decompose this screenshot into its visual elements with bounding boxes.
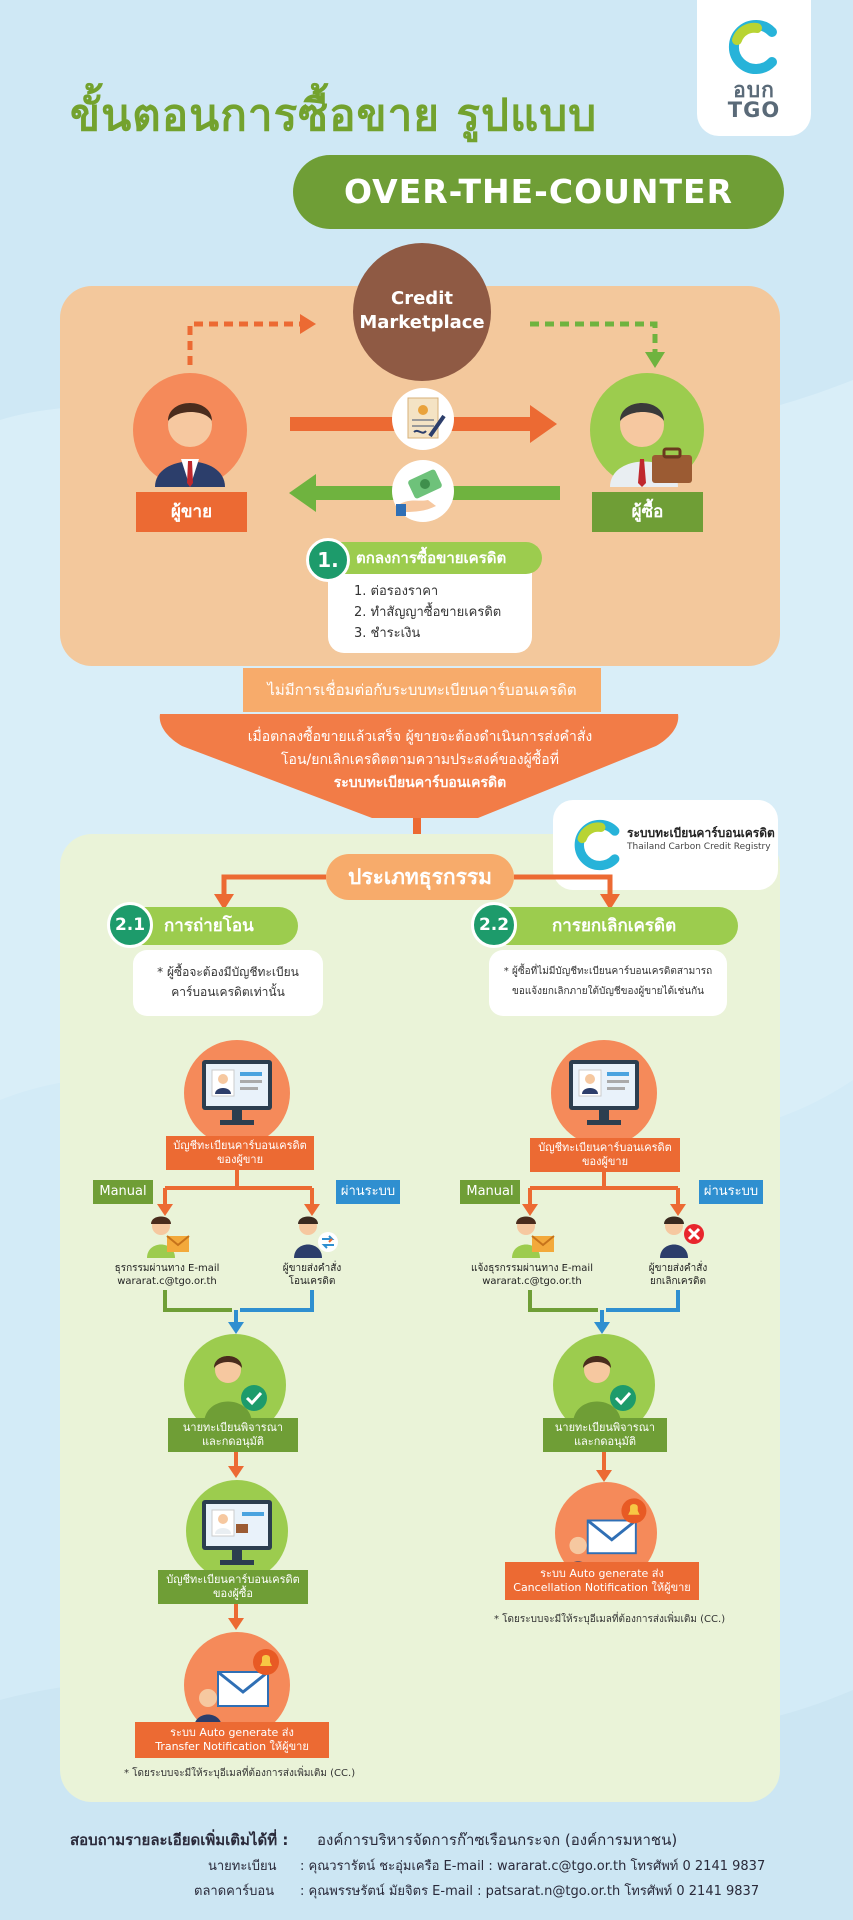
no-link-banner: ไม่มีการเชื่อมต่อกับระบบทะเบียนคาร์บอนเค… <box>243 668 601 712</box>
cancel-note: * ผู้ซื้อที่ไม่มีบัญชีทะเบียนคาร์บอนเครด… <box>489 950 727 1016</box>
cancel-manual-tag: Manual <box>460 1180 520 1204</box>
transfer-notify-line1: ระบบ Auto generate ส่ง <box>170 1726 294 1739</box>
page-title: ขั้นตอนการซื้อขาย รูปแบบ <box>70 90 598 141</box>
transfer-notify-icon <box>184 1632 290 1738</box>
transfer-approve-line1: นายทะเบียนพิจารณา <box>182 1421 284 1434</box>
transfer-seller-cmd-line1: ผู้ขายส่งคำสั่ง <box>282 1263 342 1274</box>
buyer-label: ผู้ซื้อ <box>592 492 703 532</box>
footer-row1-contact: : คุณวรารัตน์ ชะอุ่มเครือ E-mail : warar… <box>300 1859 766 1874</box>
after-deal-line3: ระบบทะเบียนคาร์บอนเครดิต <box>333 775 507 791</box>
cancel-email-line2: wararat.c@tgo.or.th <box>482 1276 582 1287</box>
market-line1: Credit <box>391 288 453 309</box>
after-deal-line1: เมื่อตกลงซื้อขายแล้วเสร็จ ผู้ขายจะต้องดำ… <box>247 729 593 745</box>
footer-row2-role: ตลาดคาร์บอน <box>194 1884 275 1899</box>
contract-icon <box>392 388 454 450</box>
cancel-email-line1: แจ้งธุรกรรมผ่านทาง E-mail <box>471 1263 593 1274</box>
transfer-buyer-account-line2: ของผู้ซื้อ <box>212 1587 253 1600</box>
cancel-footnote: * โดยระบบจะมีให้ระบุอีเมลที่ต้องการส่งเพ… <box>494 1614 726 1625</box>
transfer-note: * ผู้ซื้อจะต้องมีบัญชีทะเบียน คาร์บอนเคร… <box>133 950 323 1016</box>
transfer-approve-line2: และกดอนุมัติ <box>201 1435 265 1448</box>
cancel-number: 2.2 <box>471 902 517 948</box>
after-deal-text: เมื่อตกลงซื้อขายแล้วเสร็จ ผู้ขายจะต้องดำ… <box>200 726 640 795</box>
transfer-buyer-account-line1: บัญชีทะเบียนคาร์บอนเครดิต <box>166 1573 300 1586</box>
seller-label: ผู้ขาย <box>136 492 247 532</box>
after-deal-line2: โอน/ยกเลิกเครดิตตามความประสงค์ของผู้ซื้อ… <box>281 752 559 768</box>
cancel-system-tag: ผ่านระบบ <box>699 1180 763 1204</box>
cancel-approve: นายทะเบียนพิจารณา และกดอนุมัติ <box>543 1418 667 1452</box>
cancel-seller-cmd-line2: ยกเลิกเครดิต <box>650 1276 706 1287</box>
cancel-seller-cmd-line1: ผู้ขายส่งคำสั่ง <box>648 1263 708 1274</box>
transfer-approve: นายทะเบียนพิจารณา และกดอนุมัติ <box>168 1418 298 1452</box>
transfer-seller-cmd: ผู้ขายส่งคำสั่ง โอนเครดิต <box>262 1262 362 1288</box>
transfer-buyer-account: บัญชีทะเบียนคาร์บอนเครดิต ของผู้ซื้อ <box>158 1570 308 1604</box>
cancel-seller-account: บัญชีทะเบียนคาร์บอนเครดิต ของผู้ขาย <box>530 1138 680 1172</box>
cancel-email-person-icon <box>512 1216 555 1258</box>
cancel-seller-account-icon <box>551 1040 657 1146</box>
cancel-notify-line2: Cancellation Notification ให้ผู้ขาย <box>513 1581 691 1594</box>
cancel-note-line1: * ผู้ซื้อที่ไม่มีบัญชีทะเบียนคาร์บอนเครด… <box>503 966 713 977</box>
seller-avatar <box>133 373 247 487</box>
tgo-logo-icon <box>728 20 777 74</box>
transfer-system-tag: ผ่านระบบ <box>336 1180 400 1204</box>
step1-number: 1. <box>306 538 350 582</box>
transfer-seller-account-icon <box>184 1040 290 1146</box>
buyer-person-icon <box>610 403 692 487</box>
registry-logo-icon <box>574 819 620 871</box>
tgo-logo: อบก TGO <box>697 0 811 136</box>
buyer-avatar <box>590 373 704 487</box>
transfer-email-line1: ธุรกรรมผ่านทาง E-mail <box>114 1263 220 1274</box>
transfer-note-line1: * ผู้ซื้อจะต้องมีบัญชีทะเบียน <box>157 965 299 979</box>
footer-lead: สอบถามรายละเอียดเพิ่มเติมได้ที่ : <box>70 1831 289 1849</box>
cancel-notify: ระบบ Auto generate ส่ง Cancellation Noti… <box>505 1562 699 1600</box>
transfer-email: ธุรกรรมผ่านทาง E-mail wararat.c@tgo.or.t… <box>92 1262 242 1288</box>
transfer-manual-tag: Manual <box>93 1180 153 1204</box>
transfer-notify-line2: Transfer Notification ให้ผู้ขาย <box>155 1740 309 1753</box>
registry-name-th: ระบบทะเบียนคาร์บอนเครดิต <box>627 826 775 840</box>
step1-item-2: 2. ทำสัญญาซื้อขายเครดิต <box>354 605 502 620</box>
cancel-command-icon <box>660 1216 704 1258</box>
transfer-footnote: * โดยระบบจะมีให้ระบุอีเมลที่ต้องการส่งเพ… <box>124 1768 356 1779</box>
seller-person-icon <box>155 403 225 487</box>
cancel-approve-line2: และกดอนุมัติ <box>573 1435 637 1448</box>
cancel-seller-account-line1: บัญชีทะเบียนคาร์บอนเครดิต <box>538 1141 672 1154</box>
transfer-command-icon <box>294 1216 338 1258</box>
transfer-note-line2: คาร์บอนเครดิตเท่านั้น <box>171 985 285 999</box>
email-person-icon <box>147 1216 190 1258</box>
transfer-notify: ระบบ Auto generate ส่ง Transfer Notifica… <box>135 1722 329 1758</box>
transfer-seller-cmd-line2: โอนเครดิต <box>288 1276 336 1287</box>
cancel-seller-account-line2: ของผู้ขาย <box>581 1155 629 1168</box>
transfer-seller-account-line1: บัญชีทะเบียนคาร์บอนเครดิต <box>173 1139 307 1152</box>
registry-name-en: Thailand Carbon Credit Registry <box>627 842 771 852</box>
footer-org: องค์การบริหารจัดการก๊าซเรือนกระจก (องค์ก… <box>317 1831 678 1849</box>
transfer-buyer-account-icon <box>186 1480 288 1582</box>
cancel-email: แจ้งธุรกรรมผ่านทาง E-mail wararat.c@tgo.… <box>452 1262 612 1288</box>
cancel-note-line2: ขอแจ้งยกเลิกภายใต้บัญชีของผู้ขายได้เช่นก… <box>512 986 704 997</box>
transfer-seller-account-line2: ของผู้ขาย <box>216 1153 264 1166</box>
footer-row1-role: นายทะเบียน <box>208 1859 277 1874</box>
cancel-approve-line1: นายทะเบียนพิจารณา <box>554 1421 656 1434</box>
registry-logo-box: ระบบทะเบียนคาร์บอนเครดิต Thailand Carbon… <box>553 800 778 890</box>
footer-row2-contact: : คุณพรรษรัตน์ มัยจิตร E-mail : patsarat… <box>300 1884 760 1899</box>
step1-item-1: 1. ต่อรองราคา <box>354 584 439 599</box>
transfer-email-line2: wararat.c@tgo.or.th <box>117 1276 217 1287</box>
mode-pill: OVER-THE-COUNTER <box>293 155 784 229</box>
cancel-title: การยกเลิกเครดิต <box>486 907 738 945</box>
credit-marketplace: Credit Marketplace <box>353 243 491 381</box>
money-icon <box>392 460 454 522</box>
logo-line2: TGO <box>727 98 781 122</box>
transfer-seller-account: บัญชีทะเบียนคาร์บอนเครดิต ของผู้ขาย <box>166 1136 314 1170</box>
cancel-seller-cmd: ผู้ขายส่งคำสั่ง ยกเลิกเครดิต <box>628 1262 728 1288</box>
transfer-number: 2.1 <box>107 902 153 948</box>
logo-line1: อบก <box>733 78 775 102</box>
step1-item-3: 3. ชำระเงิน <box>354 626 421 641</box>
cancel-notify-line1: ระบบ Auto generate ส่ง <box>540 1567 664 1580</box>
transaction-type-pill: ประเภทธุรกรรม <box>326 854 514 900</box>
market-line2: Marketplace <box>359 312 485 333</box>
step1-title: ตกลงการซื้อขายเครดิต <box>318 542 542 574</box>
